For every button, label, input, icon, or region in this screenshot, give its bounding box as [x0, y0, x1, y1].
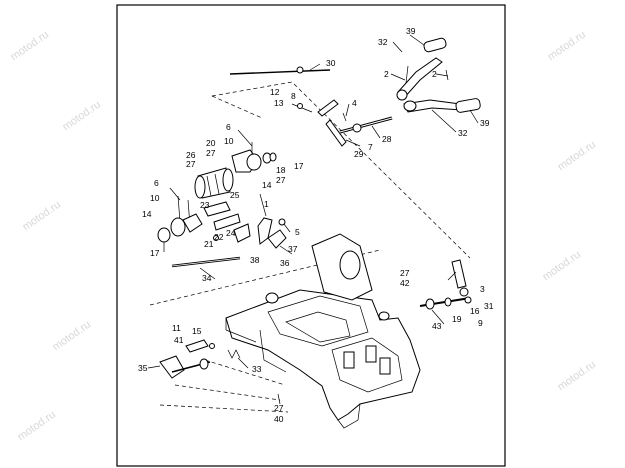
callout-39: 39 — [480, 118, 490, 128]
callout-19: 19 — [452, 314, 462, 324]
shift-forks — [203, 201, 287, 249]
detent-assembly — [159, 339, 241, 379]
callout-12: 12 — [270, 87, 280, 97]
shift-shaft — [339, 116, 393, 134]
diagram-border — [116, 4, 506, 467]
callout-14: 14 — [262, 180, 272, 190]
callout-29: 29 — [354, 149, 364, 159]
callout-16: 16 — [470, 306, 480, 316]
callout-6: 6 — [226, 122, 231, 132]
right-linkage — [419, 259, 472, 310]
callout-14: 14 — [142, 209, 152, 219]
callout-26: 26 — [186, 150, 196, 160]
callout-2: 2 — [384, 69, 389, 79]
callout-36: 36 — [280, 258, 290, 268]
callout-25: 25 — [230, 190, 240, 200]
callout-32: 32 — [378, 37, 388, 47]
callout-27: 27 — [274, 403, 284, 413]
callout-7: 7 — [368, 142, 373, 152]
small-hardware-top — [291, 103, 347, 122]
callout-27: 27 — [206, 148, 216, 158]
callout-8: 8 — [291, 91, 296, 101]
shifter-drum — [194, 167, 234, 199]
callout-6: 6 — [154, 178, 159, 188]
transmission-case — [225, 233, 421, 429]
callout-33: 33 — [252, 364, 262, 374]
callout-1: 1 — [264, 199, 269, 209]
callout-18: 18 — [276, 165, 286, 175]
fork-shaft — [171, 256, 241, 268]
callout-27: 27 — [186, 159, 196, 169]
leader-lines — [147, 34, 479, 405]
callout-11: 11 — [172, 323, 181, 333]
callout-40: 40 — [274, 414, 284, 424]
callout-35: 35 — [138, 363, 148, 373]
callout-27: 27 — [276, 175, 286, 185]
callout-22: 22 — [214, 232, 224, 242]
callout-9: 9 — [478, 318, 483, 328]
callout-20: 20 — [206, 138, 216, 148]
callout-38: 38 — [250, 255, 260, 265]
callout-34: 34 — [202, 273, 212, 283]
callout-31: 31 — [484, 301, 494, 311]
callout-23: 23 — [200, 200, 210, 210]
callout-labels: 39 32 30 2 2 12 8 13 4 28 7 29 32 39 6 1… — [138, 26, 494, 424]
callout-3: 3 — [480, 284, 485, 294]
callout-28: 28 — [382, 134, 392, 144]
callout-5: 5 — [295, 227, 300, 237]
shift-lever-lower — [403, 98, 481, 113]
callout-17: 17 — [294, 161, 304, 171]
callout-21: 21 — [204, 239, 214, 249]
callout-32: 32 — [458, 128, 468, 138]
shifter-cam — [231, 149, 277, 173]
callout-17: 17 — [150, 248, 160, 258]
shift-rod — [229, 66, 347, 147]
callout-41: 41 — [174, 335, 184, 345]
callout-24: 24 — [226, 228, 236, 238]
callout-39: 39 — [406, 26, 416, 36]
callout-37: 37 — [288, 244, 298, 254]
callout-2: 2 — [432, 69, 437, 79]
callout-15: 15 — [192, 326, 202, 336]
shift-lever-upper — [396, 37, 449, 101]
callout-42: 42 — [400, 278, 410, 288]
callout-43: 43 — [432, 321, 442, 331]
callout-10: 10 — [150, 193, 160, 203]
callout-10: 10 — [224, 136, 234, 146]
callout-4: 4 — [352, 98, 357, 108]
callout-13: 13 — [274, 98, 284, 108]
callout-30: 30 — [326, 58, 336, 68]
callout-27: 27 — [400, 268, 410, 278]
